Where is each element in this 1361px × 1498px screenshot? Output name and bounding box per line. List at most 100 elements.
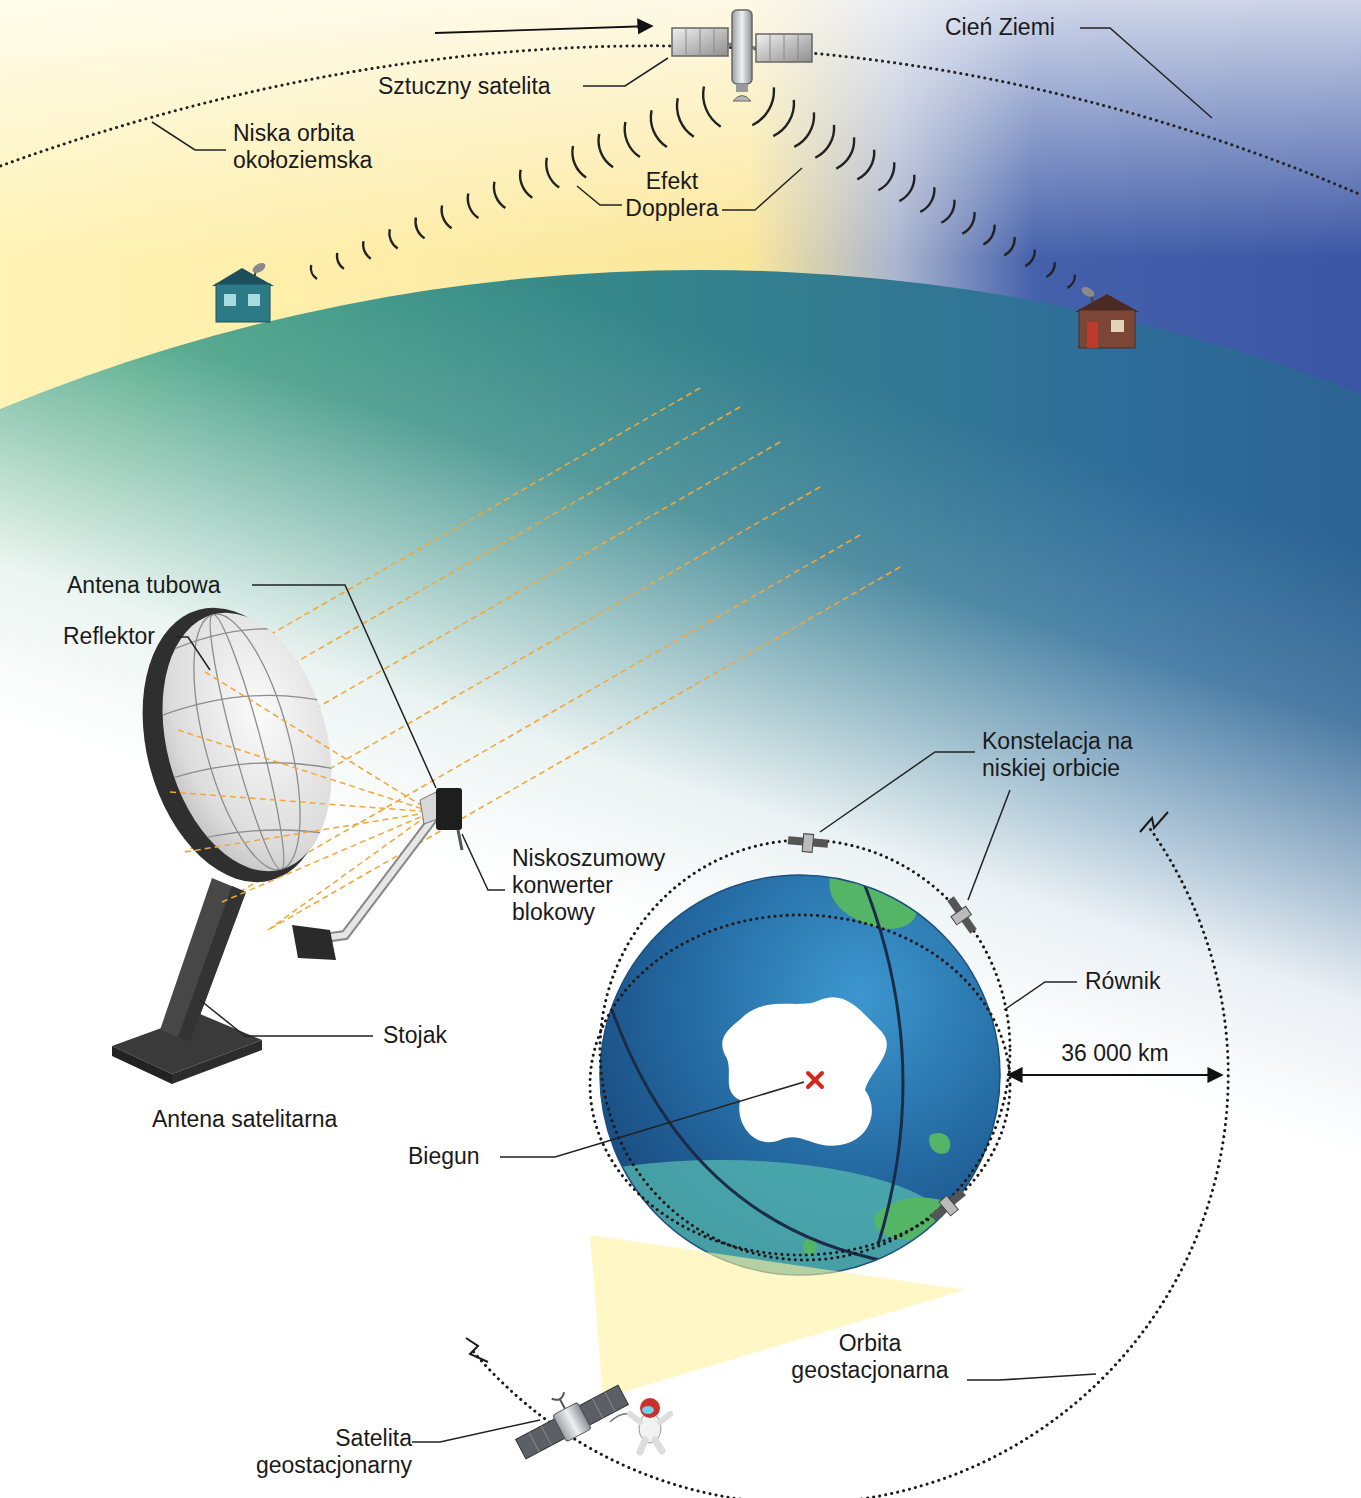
- leader-lines: [583, 58, 668, 86]
- leo-satellite: [787, 832, 828, 853]
- leader-lines: [200, 1000, 373, 1036]
- part-label: Równik: [1085, 968, 1160, 995]
- geo-satellite: [541, 1426, 551, 1445]
- feed-rays: [170, 672, 432, 930]
- wave-arc: [1046, 262, 1054, 277]
- satellite-icon: [733, 96, 751, 102]
- house-left: [212, 261, 274, 322]
- satellite-icon: [798, 34, 799, 62]
- satellite-dish: [150, 604, 340, 881]
- wave-arc: [899, 175, 914, 201]
- leader-lines: [152, 122, 226, 150]
- dish-stand: [112, 1046, 172, 1084]
- wave-arc: [311, 265, 317, 279]
- satellite-icon: [672, 28, 728, 56]
- wave-group: [752, 87, 1075, 288]
- leo-satellite: [788, 836, 804, 845]
- part-label: Sztuczny satelita: [378, 73, 551, 100]
- globe: [612, 1010, 890, 1262]
- astronaut: [640, 1398, 660, 1418]
- part-label: Efekt Dopplera: [616, 168, 728, 222]
- wave-arc: [389, 229, 397, 248]
- astronaut: [630, 1414, 640, 1422]
- wave-arc: [703, 86, 721, 126]
- globe: [808, 1073, 822, 1087]
- geo-satellite: [552, 1392, 571, 1412]
- house-left: [224, 294, 236, 306]
- leader-lines: [967, 1374, 1096, 1380]
- wave-arc: [415, 217, 424, 238]
- wave-arc: [1067, 275, 1075, 288]
- satellite-dish: [114, 587, 462, 960]
- wave-arc: [520, 170, 532, 198]
- part-label: Biegun: [408, 1143, 480, 1170]
- satellite-dish: [150, 629, 330, 660]
- part-label: Stojak: [383, 1022, 447, 1049]
- house-right: [1087, 322, 1098, 348]
- part-label: Satelita geostacjonarny: [220, 1425, 412, 1479]
- wave-arc: [836, 137, 854, 168]
- wave-arc: [1004, 237, 1014, 255]
- wave-arc: [546, 158, 559, 188]
- leader-lines: [500, 1082, 804, 1157]
- satellite-icon: [686, 28, 687, 56]
- leo-satellite: [942, 894, 980, 937]
- part-label: Cień Ziemi: [945, 14, 1055, 41]
- earth-surface: [0, 250, 1361, 1498]
- leo-satellite: [951, 906, 971, 925]
- wave-arc: [363, 241, 371, 258]
- leader-lines: [462, 834, 505, 890]
- break-symbol: [1140, 812, 1168, 832]
- geo-satellite: [529, 1432, 539, 1451]
- house-right: [1080, 285, 1096, 299]
- wave-arc: [878, 162, 894, 190]
- satellite-dish: [292, 925, 336, 960]
- leader-lines: [968, 790, 1010, 900]
- wave-arc: [599, 134, 613, 167]
- part-label: Antena satelitarna: [152, 1106, 337, 1133]
- dish-stand: [178, 886, 246, 1042]
- geo-satellite: [605, 1392, 615, 1411]
- wave-arc: [572, 146, 586, 177]
- leader-lines: [577, 186, 622, 205]
- astronaut: [660, 1414, 670, 1422]
- satellite-icon: [756, 34, 812, 62]
- astronaut: [642, 1406, 654, 1414]
- satellite-icon: [732, 10, 752, 84]
- leo-satellite: [939, 1196, 958, 1216]
- house-left: [251, 261, 267, 275]
- wave-arc: [983, 225, 994, 245]
- part-label: Orbita geostacjonarna: [774, 1330, 966, 1384]
- signal-rays: [205, 388, 700, 672]
- globe: [862, 878, 903, 1245]
- globe: [600, 875, 1000, 1275]
- house-right: [1075, 285, 1139, 348]
- satellite-dish: [150, 695, 340, 720]
- satellite-dish: [436, 788, 462, 830]
- leader-lines: [252, 585, 436, 788]
- leader-lines: [1004, 982, 1077, 1010]
- wave-arc: [752, 87, 774, 125]
- astronaut: [610, 1398, 670, 1452]
- wave-arc: [962, 212, 974, 233]
- leo-satellite: [802, 834, 814, 853]
- house-right: [1111, 320, 1124, 332]
- wave-arc: [677, 98, 694, 137]
- break-symbol: [466, 1338, 488, 1362]
- leader-lines: [175, 637, 210, 670]
- wave-arc: [815, 125, 834, 158]
- geo-satellite: [553, 1402, 592, 1442]
- leo-orbits: [590, 840, 1010, 1260]
- house-left: [216, 284, 270, 322]
- satellite-icon: [736, 84, 748, 92]
- motion-arrow: [435, 26, 652, 33]
- feed-rays: [185, 812, 432, 852]
- wave-arc: [920, 187, 934, 212]
- part-label: Niska orbita okołoziemska: [233, 120, 398, 174]
- wave-arc: [941, 200, 954, 223]
- wave-arc: [337, 253, 344, 269]
- leader-lines: [152, 28, 1212, 1442]
- geo-orbit: [472, 830, 1228, 1498]
- wave-arc: [857, 150, 874, 180]
